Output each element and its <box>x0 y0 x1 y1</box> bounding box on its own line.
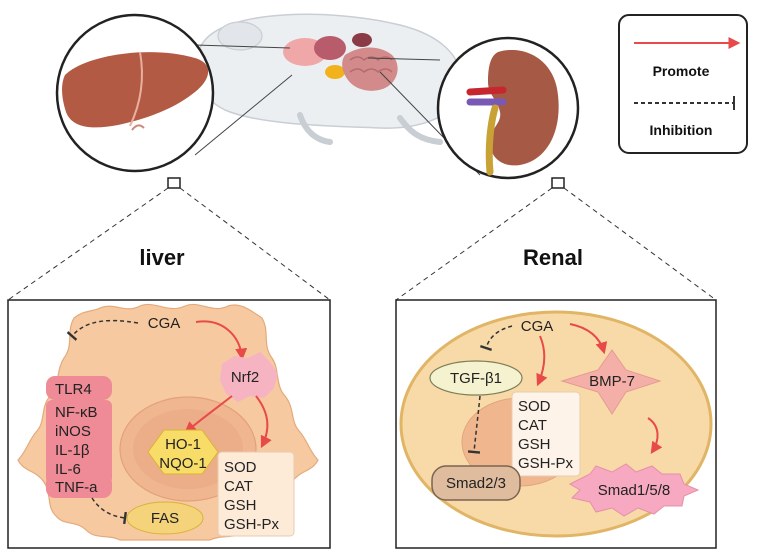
nrf2-node: Nrf2 <box>220 352 278 402</box>
inflammation-stack: TLR4 NF-κB iNOS IL-1β IL-6 TNF-a <box>46 376 112 498</box>
tgf-inhibit-smad23 <box>467 395 481 454</box>
zoom-lines <box>194 44 481 176</box>
renal-heading: Renal <box>523 245 583 270</box>
svg-text:TGF-β1: TGF-β1 <box>450 370 502 387</box>
liver-panel: CGA Nrf2 TLR4 NF-κB iNOS IL-1β IL-6 TNF-… <box>7 299 331 549</box>
cga-inhibit-tgf <box>479 325 513 352</box>
cga-inhibit-inflammation <box>66 319 139 341</box>
renal-antioxidant-box: SOD CAT GSH GSH-Px <box>511 391 581 477</box>
tnfa-inhibit-fas <box>91 497 127 525</box>
kidney-organ-circle <box>436 36 580 180</box>
cga-to-bmp7-arrow <box>569 323 608 355</box>
svg-text:GSH: GSH <box>518 436 551 453</box>
svg-text:Smad1/5/8: Smad1/5/8 <box>598 482 671 499</box>
legend-box: Promote Inhibition <box>618 14 748 154</box>
cga-to-antioxidants-arrow <box>536 335 548 387</box>
ho1-nqo1-node: HO-1 NQO-1 <box>147 429 219 475</box>
renal-panel: CGA TGF-β1 BMP-7 SOD CAT GSH GSH-Px <box>395 299 717 549</box>
svg-text:GSH-Px: GSH-Px <box>518 455 574 472</box>
svg-text:SOD: SOD <box>518 398 551 415</box>
liver-cga-label: CGA <box>148 315 181 332</box>
il1b-label: IL-1β <box>55 442 90 459</box>
svg-text:FAS: FAS <box>151 510 179 527</box>
zoom-fans <box>7 177 717 301</box>
bmp7-to-smad158-arrow <box>647 417 663 454</box>
svg-text:NQO-1: NQO-1 <box>159 455 207 472</box>
svg-text:CAT: CAT <box>518 417 547 434</box>
nrf2-to-antioxidants-arrow <box>255 395 272 449</box>
smad23-node: Smad2/3 <box>431 465 521 501</box>
legend-promote-label: Promote <box>653 63 710 79</box>
tnfa-label: TNF-a <box>55 479 98 496</box>
fas-node: FAS <box>126 501 204 535</box>
svg-text:GSH-Px: GSH-Px <box>224 516 280 533</box>
nfkb-label: NF-κB <box>55 404 98 421</box>
svg-text:SOD: SOD <box>224 459 257 476</box>
tlr4-label: TLR4 <box>55 381 92 398</box>
smad158-node: Smad1/5/8 <box>568 463 700 517</box>
tgf-b1-node: TGF-β1 <box>429 360 523 396</box>
inos-label: iNOS <box>55 423 91 440</box>
bmp7-node: BMP-7 <box>560 349 662 415</box>
svg-text:Nrf2: Nrf2 <box>231 369 259 386</box>
nrf2-to-ho1-arrow <box>184 395 233 434</box>
svg-text:Smad2/3: Smad2/3 <box>446 475 506 492</box>
renal-cga-label: CGA <box>521 318 554 335</box>
liver-antioxidant-box: SOD CAT GSH GSH-Px <box>217 451 295 537</box>
liver-heading: liver <box>139 245 185 270</box>
il6-label: IL-6 <box>55 461 81 478</box>
svg-text:CAT: CAT <box>224 478 253 495</box>
svg-text:BMP-7: BMP-7 <box>589 373 635 390</box>
cga-to-nrf2-arrow <box>195 320 248 361</box>
svg-text:GSH: GSH <box>224 497 257 514</box>
liver-organ-circle <box>55 13 215 173</box>
legend-inhibition-label: Inhibition <box>650 122 713 138</box>
svg-text:HO-1: HO-1 <box>165 436 201 453</box>
